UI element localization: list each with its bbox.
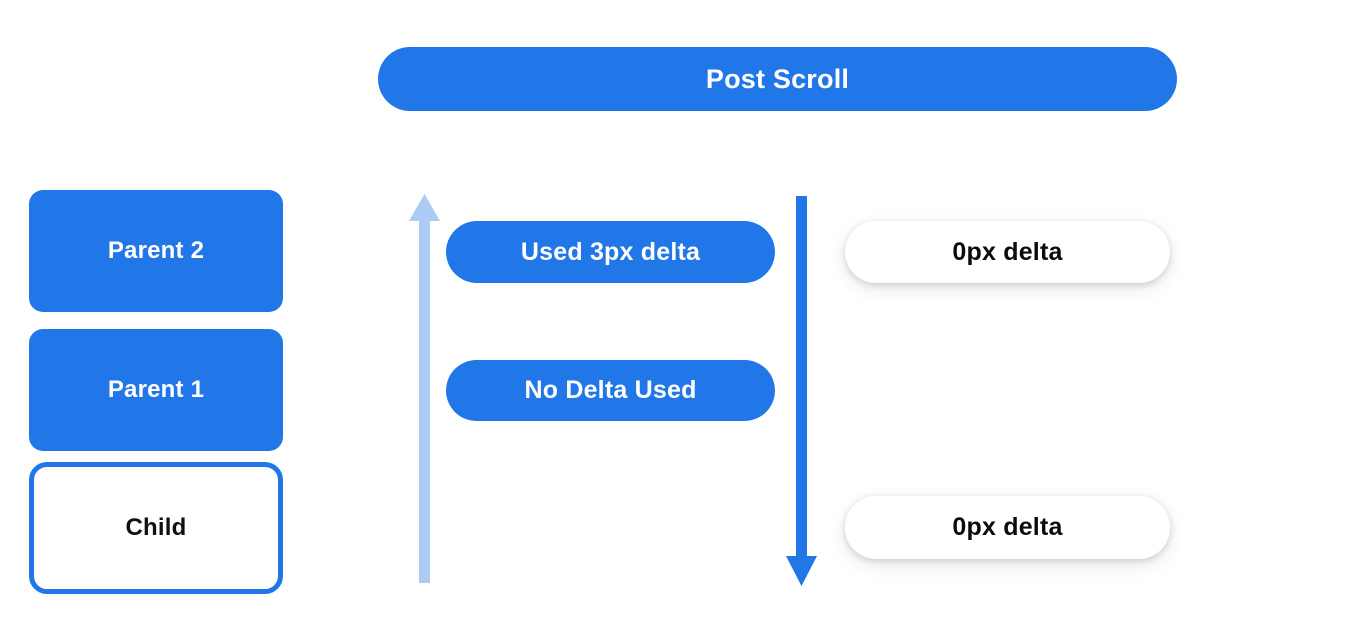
stack-box-child-label: Child <box>125 514 187 541</box>
pill-zero-delta-top: 0px delta <box>845 221 1170 283</box>
stack-box-parent-1: Parent 1 <box>29 329 283 451</box>
post-scroll-header: Post Scroll <box>378 47 1177 111</box>
scroll-down-arrow <box>786 196 817 586</box>
pill-no-delta-used-label: No Delta Used <box>524 376 697 404</box>
pill-used-3px-delta-label: Used 3px delta <box>520 237 701 266</box>
stack-box-parent-2: Parent 2 <box>29 190 283 312</box>
pill-zero-delta-bottom: 0px delta <box>845 496 1170 559</box>
scroll-up-arrow <box>409 194 440 583</box>
pill-no-delta-used: No Delta Used <box>446 360 775 421</box>
stack-box-parent-1-label: Parent 1 <box>107 376 205 403</box>
stack-box-child: Child <box>29 462 283 594</box>
post-scroll-header-label: Post Scroll <box>705 63 850 94</box>
pill-zero-delta-top-label: 0px delta <box>952 237 1063 266</box>
pill-used-3px-delta: Used 3px delta <box>446 221 775 283</box>
pill-zero-delta-bottom-label: 0px delta <box>952 513 1063 541</box>
stack-box-parent-2-label: Parent 2 <box>107 237 205 264</box>
